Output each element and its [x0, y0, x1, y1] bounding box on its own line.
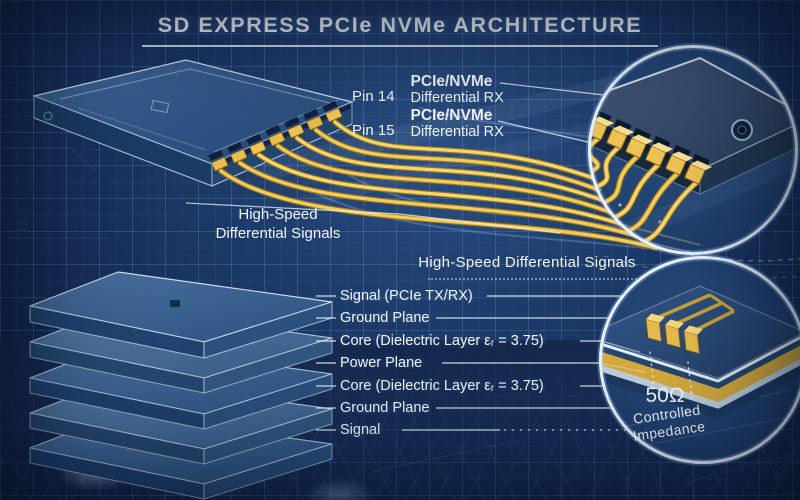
pin15-signal: Differential RX: [410, 124, 504, 140]
pin15-protocol: PCIe/NVMe: [410, 107, 493, 124]
layer-label-signal-bottom: Signal: [340, 422, 381, 438]
page-title-wrap: SD EXPRESS PCIe NVMe ARCHITECTURE: [0, 13, 800, 47]
layer-label-ground-plane-1: Ground Plane: [340, 310, 430, 326]
pin14-callout: Pin 14 PCIe/NVMe Differential RX: [352, 73, 504, 107]
layer-label-core-1: Core (Dielectric Layer εᵣ = 3.75): [340, 333, 544, 349]
signal-traces: [218, 107, 701, 257]
pin14-signal: Differential RX: [410, 90, 504, 106]
pin15-callout: Pin 15 PCIe/NVMe Differential RX: [352, 107, 504, 141]
hs-callout-line2: Differential Signals: [215, 224, 341, 242]
pin15-label: Pin 15: [352, 122, 395, 139]
magnified-pins: [590, 109, 713, 185]
magnified-traces: [590, 135, 700, 247]
stackup-heading: High-Speed Differential Signals: [418, 254, 636, 271]
magnifier-circle-connector: [586, 43, 800, 257]
pin14-protocol: PCIe/NVMe: [410, 73, 493, 90]
hs-callout-line1: High-Speed: [238, 206, 318, 223]
stackup-heading-dotted-rule: [428, 278, 640, 280]
layer-label-signal-top: Signal (PCIe TX/RX): [340, 288, 473, 304]
pin14-label: Pin 14: [352, 88, 395, 105]
layer-label-ground-plane-2: Ground Plane: [340, 400, 430, 416]
microstrip-traces: [645, 293, 735, 355]
connector-pins: [208, 100, 343, 172]
page-title: SD EXPRESS PCIe NVMe ARCHITECTURE: [141, 13, 659, 47]
pcb-stackup-illustration: [29, 271, 333, 500]
layer-label-power-plane: Power Plane: [340, 355, 423, 371]
layer-label-core-2: Core (Dielectric Layer εᵣ = 3.75): [340, 378, 544, 394]
signals-callout-leader-line: [185, 202, 561, 234]
hs-diff-signals-callout: High-Speed Differential Signals: [168, 206, 388, 243]
pin-callout-leader-lines: [497, 82, 605, 144]
